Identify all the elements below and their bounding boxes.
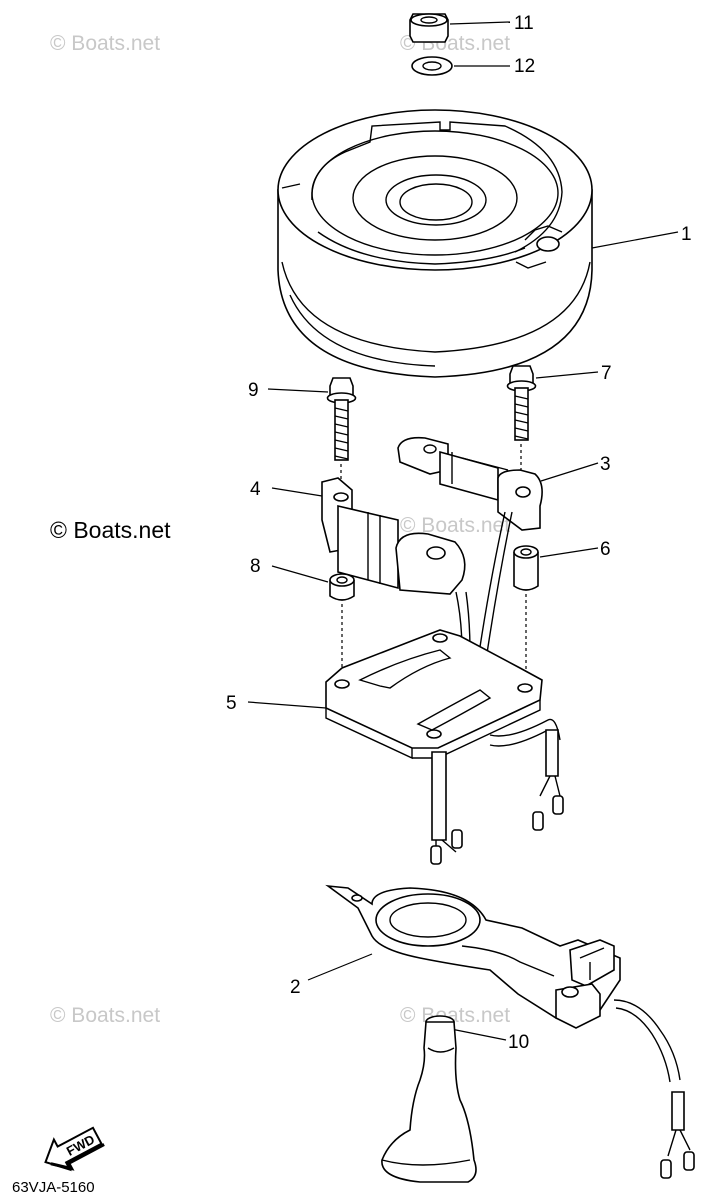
- wire-harness-upper: [430, 718, 564, 865]
- diagram-code: 63VJA-5160: [12, 1179, 95, 1196]
- callout-12: 12: [514, 56, 535, 77]
- callout-9: 9: [248, 380, 259, 401]
- callout-10: 10: [508, 1032, 529, 1053]
- part-8-collar[interactable]: [329, 573, 355, 601]
- watermark-top-left: © Boats.net: [50, 32, 160, 55]
- part-4-charge-coil[interactable]: [321, 477, 466, 595]
- callout-6: 6: [600, 539, 611, 560]
- watermark-main: © Boats.net: [50, 517, 171, 543]
- callout-3: 3: [600, 454, 611, 475]
- wire-harness-lower: [613, 999, 695, 1179]
- callout-4: 4: [250, 479, 261, 500]
- part-5-base-plate[interactable]: [325, 629, 543, 760]
- callout-7: 7: [601, 363, 612, 384]
- part-7-bolt[interactable]: [506, 365, 537, 441]
- watermark-bottom-left: © Boats.net: [50, 1004, 160, 1027]
- callout-11: 11: [514, 13, 534, 34]
- part-12-washer[interactable]: [411, 56, 453, 76]
- callout-1: 1: [681, 224, 692, 245]
- part-9-bolt[interactable]: [326, 377, 357, 461]
- part-1-flywheel[interactable]: [277, 109, 593, 378]
- part-6-collar[interactable]: [513, 545, 539, 591]
- callout-2: 2: [290, 977, 301, 998]
- watermark-mid-right: © Boats.net: [400, 514, 510, 537]
- part-3-pulser-coil[interactable]: [397, 436, 543, 531]
- fwd-direction-arrow: FWD: [44, 1126, 105, 1172]
- watermark-bottom-right: © Boats.net: [400, 1004, 510, 1027]
- callout-5: 5: [226, 693, 237, 714]
- crankcase-boss-reference: [381, 1015, 477, 1183]
- callout-8: 8: [250, 556, 261, 577]
- part-2-stator-bracket[interactable]: [325, 884, 621, 1029]
- part-11-nut[interactable]: [409, 13, 449, 43]
